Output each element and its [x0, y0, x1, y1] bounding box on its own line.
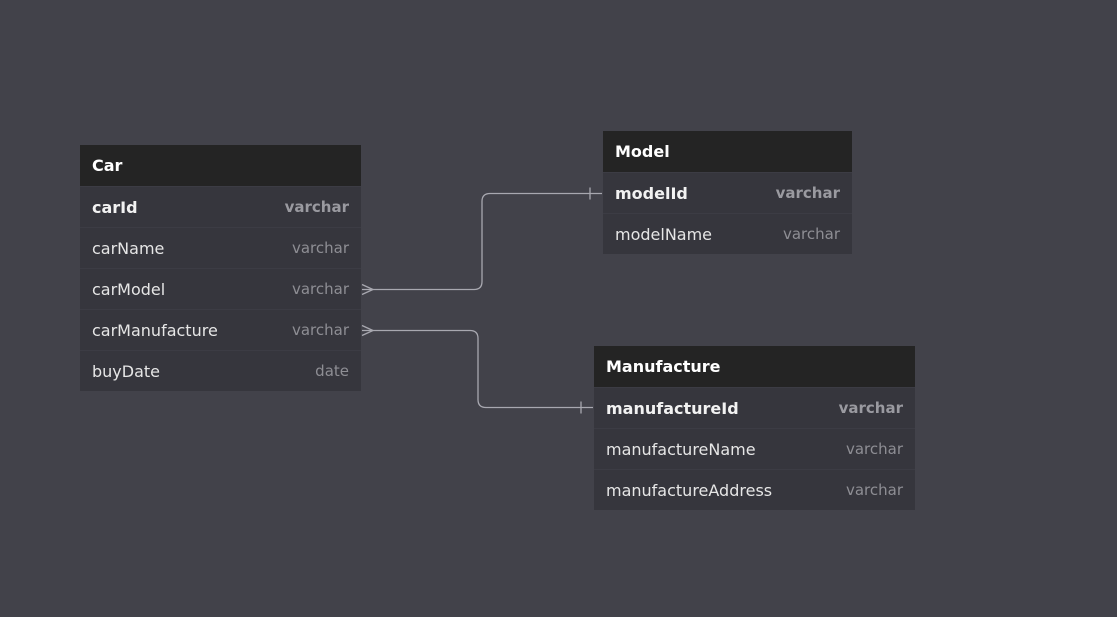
- column-name: carId: [92, 197, 138, 217]
- column-type: varchar: [845, 481, 903, 499]
- column-name: modelId: [615, 183, 688, 203]
- relationship-car-model[interactable]: [361, 187, 602, 296]
- column-row-buyDate[interactable]: buyDate date: [80, 350, 361, 391]
- connector-line-car-model: [362, 192, 602, 291]
- column-name: manufactureName: [606, 439, 756, 459]
- table-header-manufacture[interactable]: Manufacture: [594, 346, 915, 387]
- column-name: manufactureId: [606, 398, 739, 418]
- column-type: varchar: [838, 399, 903, 417]
- column-row-carManufacture[interactable]: carManufacture varchar: [80, 309, 361, 350]
- column-name: buyDate: [92, 361, 161, 381]
- column-type: varchar: [845, 440, 903, 458]
- column-row-carId[interactable]: carId varchar: [80, 186, 361, 227]
- column-type: varchar: [775, 184, 840, 202]
- crowfoot-many-icon: [361, 283, 375, 296]
- table-header-car[interactable]: Car: [80, 145, 361, 186]
- column-type: date: [315, 362, 349, 380]
- table-car[interactable]: Car carId varchar carName varchar carMod…: [80, 145, 361, 391]
- column-name: carName: [92, 238, 165, 258]
- table-manufacture[interactable]: Manufacture manufactureId varchar manufa…: [594, 346, 915, 510]
- column-name: carManufacture: [92, 320, 218, 340]
- connector-line-car-manufacture: [362, 329, 593, 409]
- column-row-carModel[interactable]: carModel varchar: [80, 268, 361, 309]
- column-type: varchar: [291, 280, 349, 298]
- column-row-manufactureAddress[interactable]: manufactureAddress varchar: [594, 469, 915, 510]
- column-row-modelId[interactable]: modelId varchar: [603, 172, 852, 213]
- column-name: carModel: [92, 279, 166, 299]
- column-row-modelName[interactable]: modelName varchar: [603, 213, 852, 254]
- table-header-model[interactable]: Model: [603, 131, 852, 172]
- crowfoot-many-icon: [361, 324, 375, 337]
- column-type: varchar: [782, 225, 840, 243]
- relationship-car-manufacture[interactable]: [361, 324, 593, 414]
- column-row-manufactureName[interactable]: manufactureName varchar: [594, 428, 915, 469]
- table-model[interactable]: Model modelId varchar modelName varchar: [603, 131, 852, 254]
- column-row-manufactureId[interactable]: manufactureId varchar: [594, 387, 915, 428]
- column-type: varchar: [284, 198, 349, 216]
- column-type: varchar: [291, 321, 349, 339]
- column-name: modelName: [615, 224, 713, 244]
- column-name: manufactureAddress: [606, 480, 773, 500]
- column-row-carName[interactable]: carName varchar: [80, 227, 361, 268]
- column-type: varchar: [291, 239, 349, 257]
